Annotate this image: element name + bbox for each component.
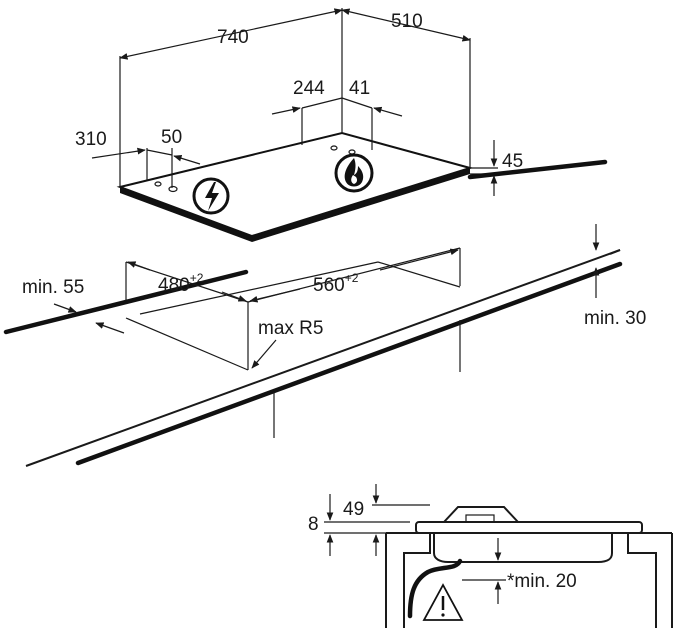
- worktop-cutout: [3, 224, 623, 467]
- hob-width-label: 740: [217, 27, 249, 48]
- section-side-label: 8: [308, 514, 319, 535]
- cutout-width-value: 560: [313, 275, 345, 296]
- center-left-label: 244: [293, 78, 325, 99]
- hob-depth-label: 510: [391, 11, 423, 32]
- cutout-depth-label: 480+2: [158, 271, 204, 296]
- left-offset-label: 310: [75, 129, 107, 150]
- cross-section: [324, 484, 673, 628]
- worktop-thickness-label: min. 30: [584, 308, 646, 329]
- clearance-label: *min. 20: [507, 571, 577, 592]
- front-edge-label: min. 55: [22, 277, 84, 298]
- gas-flame-icon: [334, 153, 374, 193]
- cutout-width-label: 560+2: [313, 271, 359, 296]
- left-gap-label: 50: [161, 127, 182, 148]
- hob-front-edge: [120, 187, 252, 242]
- hob-side-edge: [252, 168, 470, 242]
- cutout-depth-tolerance: +2: [190, 271, 204, 285]
- radius-label: max R5: [258, 318, 323, 339]
- center-right-label: 41: [349, 78, 370, 99]
- warning-triangle-icon: [422, 583, 464, 621]
- cutout-depth-value: 480: [158, 275, 190, 296]
- hob-height-label: 45: [502, 151, 523, 172]
- hob-top-view: [91, 8, 608, 242]
- section-top-label: 49: [343, 499, 364, 520]
- electric-bolt-icon: [192, 177, 230, 215]
- cutout-width-tolerance: +2: [345, 271, 359, 285]
